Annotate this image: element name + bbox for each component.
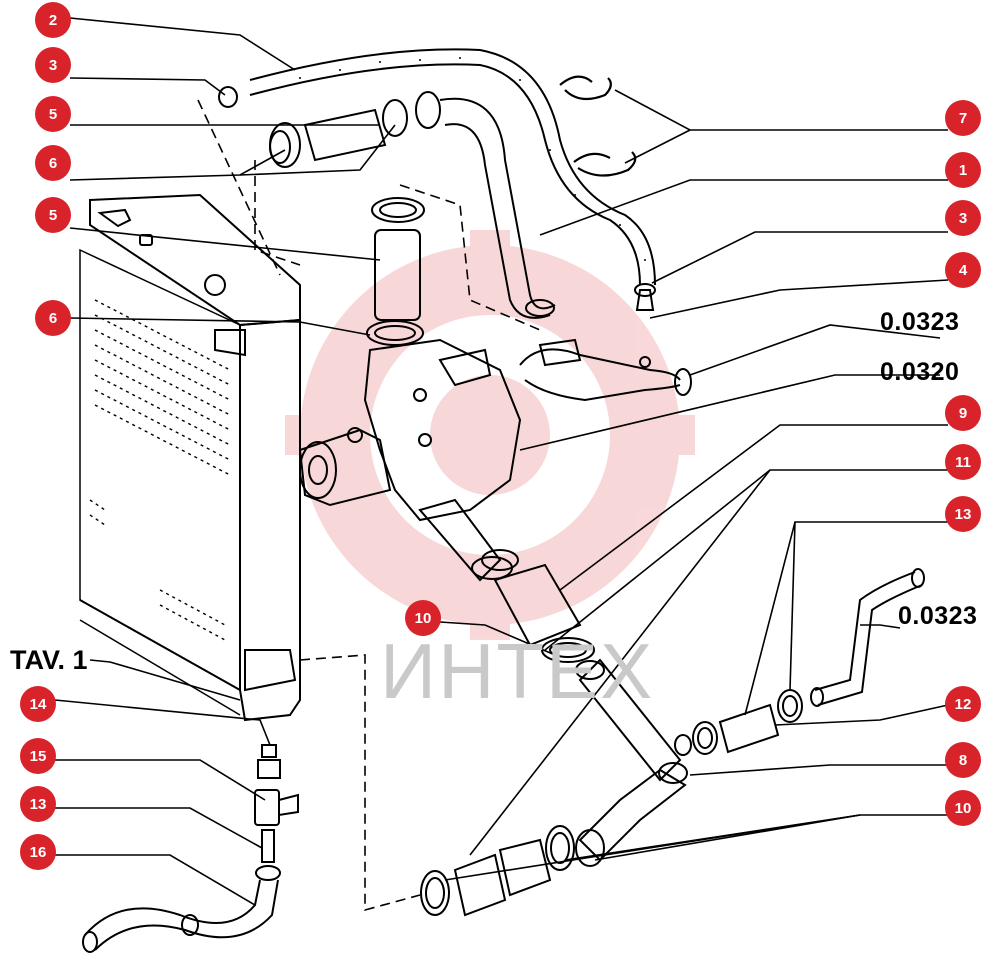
callout-13b: 13 (20, 786, 56, 822)
short-hose-middle (366, 197, 425, 346)
short-hose-top (218, 86, 408, 168)
heater-return-pipe (810, 568, 925, 707)
callout-7: 7 (945, 100, 981, 136)
sheet-label: TAV. 1 (10, 645, 88, 675)
reference-code-1: 0.0323 (880, 308, 960, 336)
spring-clips (559, 75, 637, 177)
bottom-hose-set (420, 825, 575, 917)
radiator-grille (89, 299, 231, 641)
callout-11: 11 (945, 444, 981, 480)
callout-4: 4 (945, 252, 981, 288)
callout-13: 13 (945, 496, 981, 532)
coolant-return-pipe (575, 658, 692, 867)
leader-lines (54, 17, 949, 906)
callout-16: 16 (20, 834, 56, 870)
upper-bypass-hose (249, 48, 656, 286)
callout-10b: 10 (945, 790, 981, 826)
callout-10: 10 (405, 600, 441, 636)
callout-6b: 6 (35, 300, 71, 336)
water-pump-inlet-pipe (415, 91, 556, 319)
watermark-text: ИНТЕХ (380, 627, 655, 715)
heater-outlet-pipe (519, 283, 692, 402)
radiator (79, 193, 301, 722)
callout-12: 12 (945, 686, 981, 722)
drain-valve-assembly (82, 649, 299, 953)
callout-3b: 3 (945, 200, 981, 236)
callout-2: 2 (35, 2, 71, 38)
callout-6: 6 (35, 145, 71, 181)
callout-14: 14 (20, 686, 56, 722)
callout-5b: 5 (35, 197, 71, 233)
reference-code-2: 0.0320 (880, 358, 960, 386)
heater-hose-small (692, 689, 803, 755)
reference-code-3: 0.0323 (898, 602, 978, 630)
callout-15: 15 (20, 738, 56, 774)
dashed-guides (197, 99, 541, 912)
callout-3: 3 (35, 47, 71, 83)
callout-8: 8 (945, 742, 981, 778)
callout-9: 9 (945, 395, 981, 431)
hose-texture (299, 57, 646, 261)
callout-5: 5 (35, 96, 71, 132)
callout-1: 1 (945, 152, 981, 188)
water-pump (298, 338, 522, 582)
